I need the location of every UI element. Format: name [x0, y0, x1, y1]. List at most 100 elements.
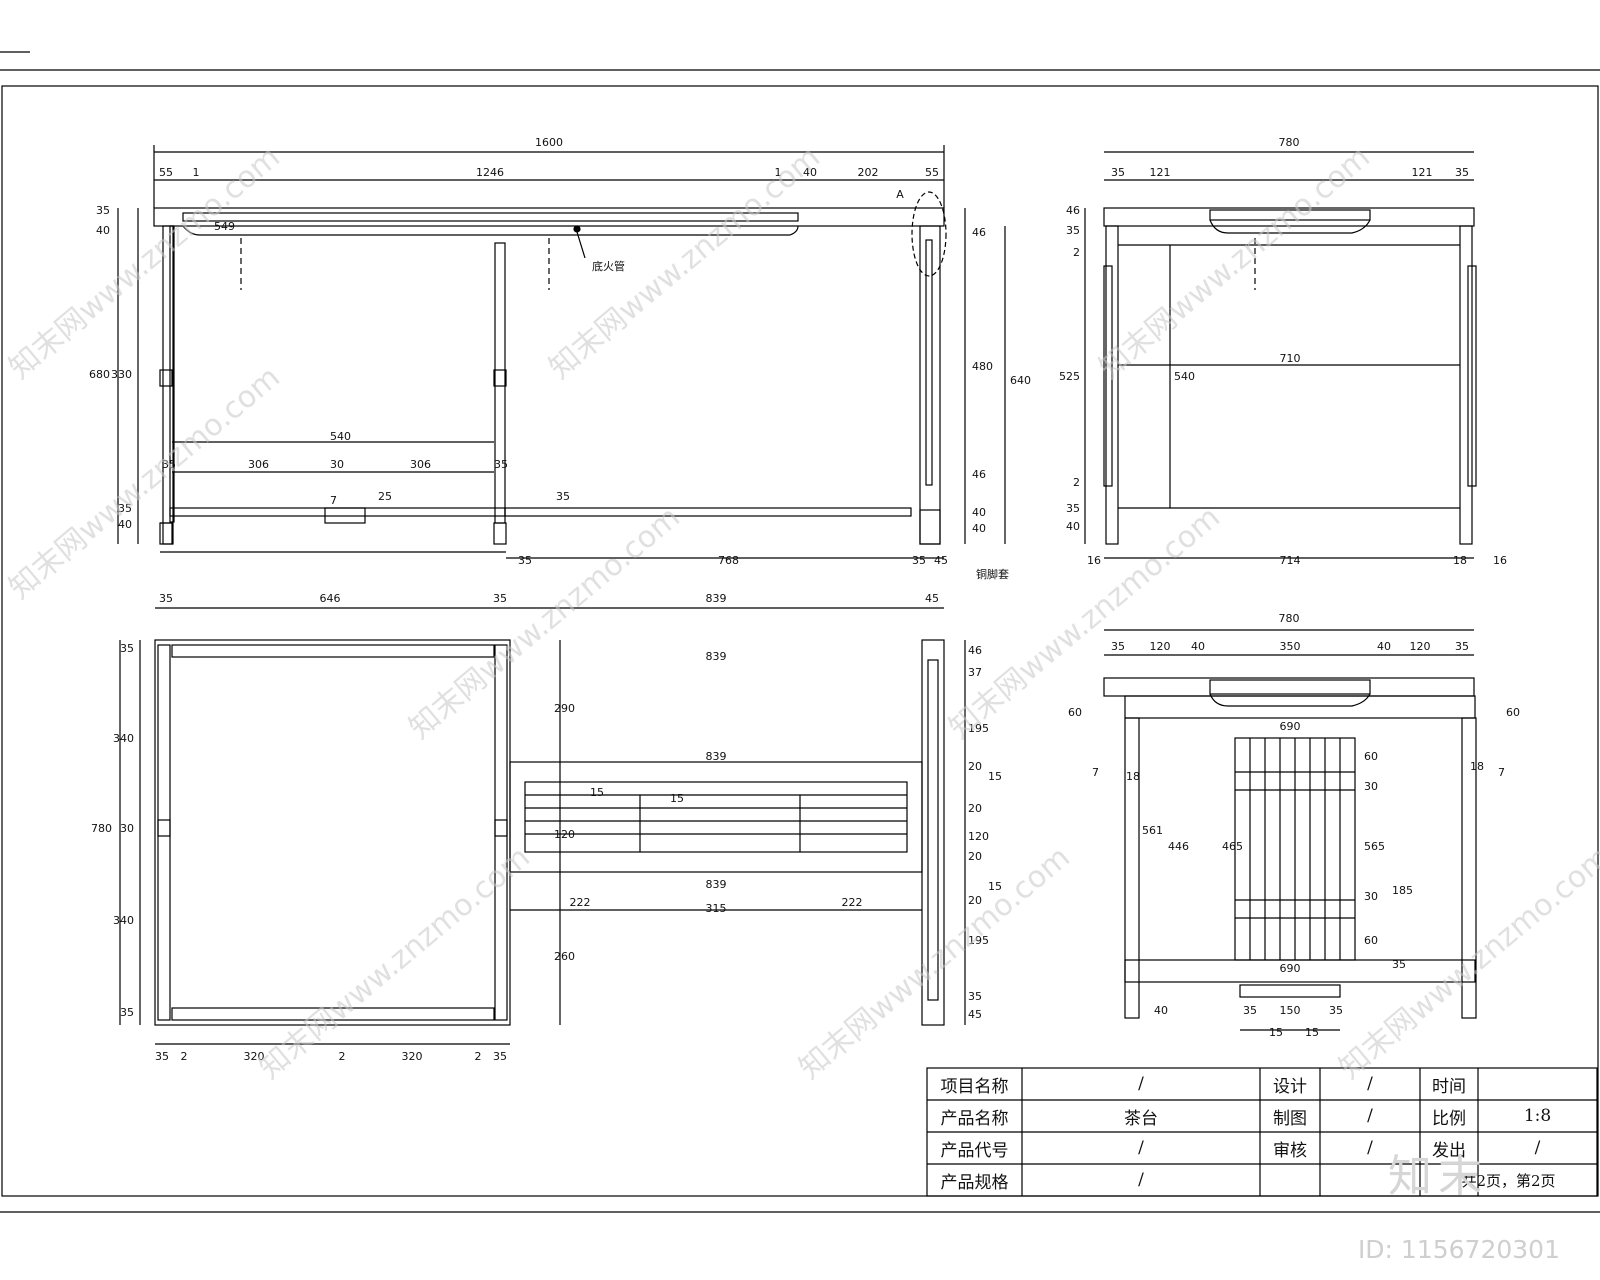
dim-label: 20 — [968, 850, 982, 863]
watermark: 知末网www.znzmo.com — [1093, 140, 1377, 386]
dim-label: 35 — [1066, 224, 1080, 237]
watermark: 知末网www.znzmo.com — [3, 360, 287, 606]
dim-label: 40 — [972, 522, 986, 535]
dim-label: 306 — [248, 458, 269, 471]
dim-label: 30 — [120, 822, 134, 835]
dim-label: 37 — [968, 666, 982, 679]
dim-label: 15 — [1269, 1026, 1283, 1039]
dim-label: 640 — [1010, 374, 1031, 387]
dim-label: 30 — [330, 458, 344, 471]
dim-label: 35 — [518, 554, 532, 567]
dim-label: 306 — [410, 458, 431, 471]
dim-label: 30 — [1364, 780, 1378, 793]
dim-label: 45 — [968, 1008, 982, 1021]
dim-label: 35 — [118, 502, 132, 515]
front-elevation — [117, 145, 1006, 559]
dim-label: 768 — [718, 554, 739, 567]
dim-label: 202 — [858, 166, 879, 179]
dim-label: 35 — [912, 554, 926, 567]
dim-label: 2 — [181, 1050, 188, 1063]
dim-label: 15 — [670, 792, 684, 805]
dim-label: 690 — [1280, 962, 1301, 975]
dim-label: 195 — [968, 934, 989, 947]
dim-label: 40 — [972, 506, 986, 519]
dim-label: 35 — [1066, 502, 1080, 515]
watermark: 知末网www.znzmo.com — [3, 140, 287, 386]
dim-label: 195 — [968, 722, 989, 735]
review-label: 审核 — [1273, 1140, 1307, 1161]
dim-label: 320 — [402, 1050, 423, 1063]
dim-label: 35 — [96, 204, 110, 217]
dim-label: 690 — [1280, 720, 1301, 733]
dim-label: 680 — [89, 368, 110, 381]
dim-label: 20 — [968, 760, 982, 773]
dim-label: 16 — [1493, 554, 1507, 567]
dim-label: 150 — [1280, 1004, 1301, 1017]
dim-label: 46 — [1066, 204, 1080, 217]
dim-label: 25 — [378, 490, 392, 503]
dim-label: 46 — [972, 226, 986, 239]
dim-label: 260 — [554, 950, 575, 963]
product-value: 茶台 — [1124, 1108, 1158, 1129]
dim-label: 60 — [1506, 706, 1520, 719]
dim-label: 55 — [925, 166, 939, 179]
dim-label: 15 — [988, 880, 1002, 893]
dim-label: 315 — [706, 902, 727, 915]
dim-label: 40 — [118, 518, 132, 531]
dim-label: 120 — [1410, 640, 1431, 653]
dim-label: 185 — [1392, 884, 1413, 897]
dim-label: 540 — [330, 430, 351, 443]
section-mark: A — [896, 188, 904, 201]
dim-label: 839 — [706, 650, 727, 663]
dim-label: 780 — [1279, 612, 1300, 625]
dim-label: 35 — [1392, 958, 1406, 971]
time-value — [1478, 1068, 1597, 1100]
dim-label: 35 — [120, 1006, 134, 1019]
dim-label: 15 — [988, 770, 1002, 783]
dim-label: 565 — [1364, 840, 1385, 853]
project-value: / — [1138, 1074, 1144, 1094]
dim-label: 55 — [159, 166, 173, 179]
dim-label: 35 — [1111, 640, 1125, 653]
review-value: / — [1367, 1138, 1373, 1158]
dim-label: 121 — [1150, 166, 1171, 179]
dim-label: 710 — [1280, 352, 1301, 365]
dim-label: 839 — [706, 592, 727, 605]
time-label: 时间 — [1432, 1076, 1466, 1097]
dim-label: 120 — [968, 830, 989, 843]
dim-label: 35 — [1455, 640, 1469, 653]
dim-label: 60 — [1364, 750, 1378, 763]
dim-label: 7 — [330, 494, 337, 507]
brand-logo: 知末 — [1388, 1151, 1488, 1202]
design-label: 设计 — [1273, 1076, 1307, 1097]
dim-label: 18 — [1126, 770, 1140, 783]
dim-label: 40 — [1377, 640, 1391, 653]
watermark: 知末网www.znzmo.com — [1333, 840, 1600, 1086]
dim-label: 561 — [1142, 824, 1163, 837]
dim-label: 60 — [1068, 706, 1082, 719]
dim-label: 7 — [1498, 766, 1505, 779]
section-view — [1103, 629, 1477, 1031]
dim-label: 45 — [925, 592, 939, 605]
dim-label: 2 — [1073, 246, 1080, 259]
dim-label: 15 — [1305, 1026, 1319, 1039]
dim-label: 1 — [775, 166, 782, 179]
dim-label: 35 — [493, 592, 507, 605]
draw-label: 制图 — [1273, 1108, 1307, 1129]
dim-label: 40 — [803, 166, 817, 179]
dim-label: 20 — [968, 802, 982, 815]
dim-label: 120 — [554, 828, 575, 841]
dim-label: 35 — [1243, 1004, 1257, 1017]
project-label: 项目名称 — [940, 1076, 1009, 1097]
dim-label: 350 — [1280, 640, 1301, 653]
product-label: 产品名称 — [940, 1108, 1009, 1129]
dim-label: 16 — [1087, 554, 1101, 567]
dimension-labels: 1600 55 1 1246 1 40 202 55 A 底火管 铜脚套 35 … — [89, 136, 1520, 1063]
dim-front-total: 1600 — [535, 136, 563, 149]
code-label: 产品代号 — [940, 1140, 1009, 1161]
title-block-grid — [926, 1067, 1598, 1197]
dim-label: 839 — [706, 878, 727, 891]
dim-label: 35 — [1111, 166, 1125, 179]
spec-label: 产品规格 — [940, 1172, 1009, 1193]
